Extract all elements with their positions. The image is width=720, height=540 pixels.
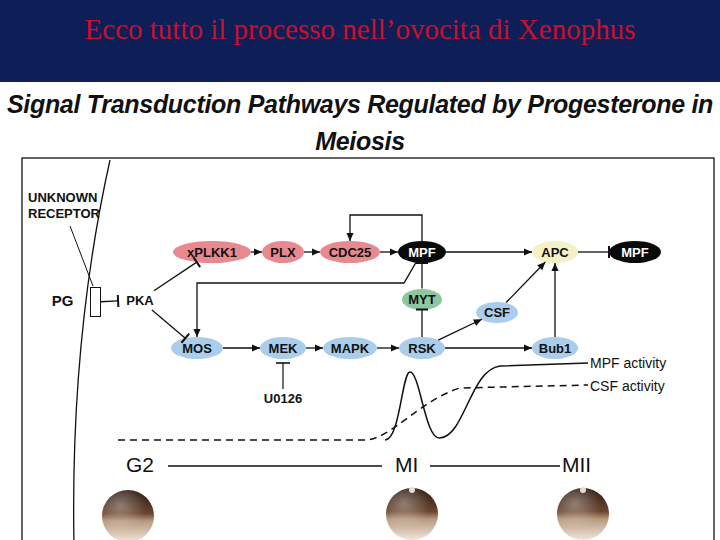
slide-title: Ecco tutto il processo nell’ovocita di X… — [0, 12, 720, 46]
protein-oval: MYT — [402, 289, 442, 310]
oocyte-shine — [386, 488, 438, 540]
curve-label: CSF activity — [590, 378, 715, 394]
activation-arrow — [350, 215, 422, 241]
protein-oval: CDC25 — [320, 241, 380, 263]
node-label: PLX — [270, 245, 295, 260]
protein-oval: RSK — [399, 337, 445, 359]
activation-arrow — [377, 347, 399, 348]
leader-line — [70, 226, 93, 286]
node-label: APC — [541, 245, 568, 260]
timeline-line — [168, 465, 382, 467]
figure-frame — [22, 158, 714, 540]
inhibition-connector — [421, 310, 422, 338]
protein-oval: APC — [532, 241, 578, 263]
receptor-box: PG — [90, 287, 101, 317]
oval-fill — [171, 337, 223, 359]
figure-heading: Signal Transduction Pathways Regulated b… — [0, 86, 720, 160]
phase-label: MII — [562, 453, 612, 477]
phase-label: G2 — [126, 453, 166, 477]
node-label: CSF — [484, 305, 510, 320]
activation-arrow — [380, 251, 398, 252]
node-label: MOS — [182, 341, 212, 356]
oocyte-body — [102, 490, 154, 540]
inhibition-connector — [152, 310, 185, 338]
activation-arrow — [197, 263, 416, 337]
node-label: MEK — [269, 341, 298, 356]
oval-fill — [532, 337, 578, 359]
inhibition-connector — [101, 300, 119, 302]
activation-arrow — [445, 347, 532, 348]
protein-oval: PKA — [118, 288, 162, 312]
receptor-label: UNKNOWN RECEPTOR — [28, 190, 108, 222]
oocyte — [386, 487, 438, 540]
node-label: MPF — [621, 245, 648, 260]
activation-arrow — [554, 263, 555, 337]
phase-label: MI — [395, 453, 435, 477]
oval-fill — [399, 337, 445, 359]
oval-fill — [476, 302, 518, 323]
protein-oval: xPLKK1 — [173, 241, 251, 263]
activation-arrow — [506, 262, 545, 303]
curve-label: MPF activity — [590, 355, 715, 371]
node-label: PKA — [126, 293, 153, 308]
protein-oval: MPF — [609, 241, 661, 263]
node-label: MAPK — [331, 341, 369, 356]
inhibitor-line — [282, 363, 283, 389]
inhibitor-bar — [276, 362, 290, 364]
protein-oval: MEK — [260, 337, 306, 359]
oocyte-shine — [557, 488, 609, 540]
oval-fill — [532, 241, 578, 263]
node-label: MPF — [408, 245, 435, 260]
oval-fill — [118, 288, 162, 312]
inhibition-connector — [154, 262, 197, 291]
node-label: CDC25 — [329, 245, 372, 260]
protein-oval: PLX — [262, 241, 304, 263]
oocyte-body — [386, 488, 438, 540]
inhibition-connector — [421, 263, 422, 289]
protein-oval: Bub1 — [532, 337, 578, 359]
protein-oval: MAPK — [323, 337, 377, 359]
timeline-line — [430, 465, 560, 467]
inhibition-connector — [578, 251, 609, 252]
oval-fill — [320, 241, 380, 263]
title-text: Ecco tutto il processo nell’ovocita di X… — [85, 13, 636, 45]
oocyte-body — [557, 488, 609, 540]
node-label: RSK — [408, 341, 435, 356]
activation-arrow — [223, 347, 260, 348]
csf-activity-curve — [118, 385, 588, 440]
activation-arrow — [251, 251, 262, 252]
oocyte — [557, 487, 609, 540]
oocyte — [102, 490, 154, 540]
activation-arrow — [306, 347, 323, 348]
activation-arrow — [438, 319, 482, 340]
oval-fill — [262, 241, 304, 263]
oval-fill — [173, 241, 251, 263]
oval-fill — [402, 289, 442, 310]
oval-fill — [398, 241, 446, 263]
oval-fill — [323, 337, 377, 359]
maturation-spot — [409, 487, 415, 493]
protein-oval: MOS — [171, 337, 223, 359]
activation-arrow — [446, 251, 532, 252]
node-label: xPLKK1 — [187, 245, 237, 260]
node-label: MYT — [408, 292, 435, 307]
oval-fill — [609, 241, 661, 263]
node-label: PG — [52, 293, 74, 308]
oval-fill — [260, 337, 306, 359]
maturation-spot — [580, 487, 586, 493]
activation-arrow — [304, 251, 320, 252]
protein-oval: CSF — [476, 302, 518, 323]
mpf-activity-curve — [385, 363, 588, 440]
node-label: Bub1 — [539, 341, 572, 356]
oocyte-shine — [102, 490, 154, 540]
protein-oval: MPF — [398, 241, 446, 263]
inhibitor-label: U0126 — [248, 391, 318, 406]
